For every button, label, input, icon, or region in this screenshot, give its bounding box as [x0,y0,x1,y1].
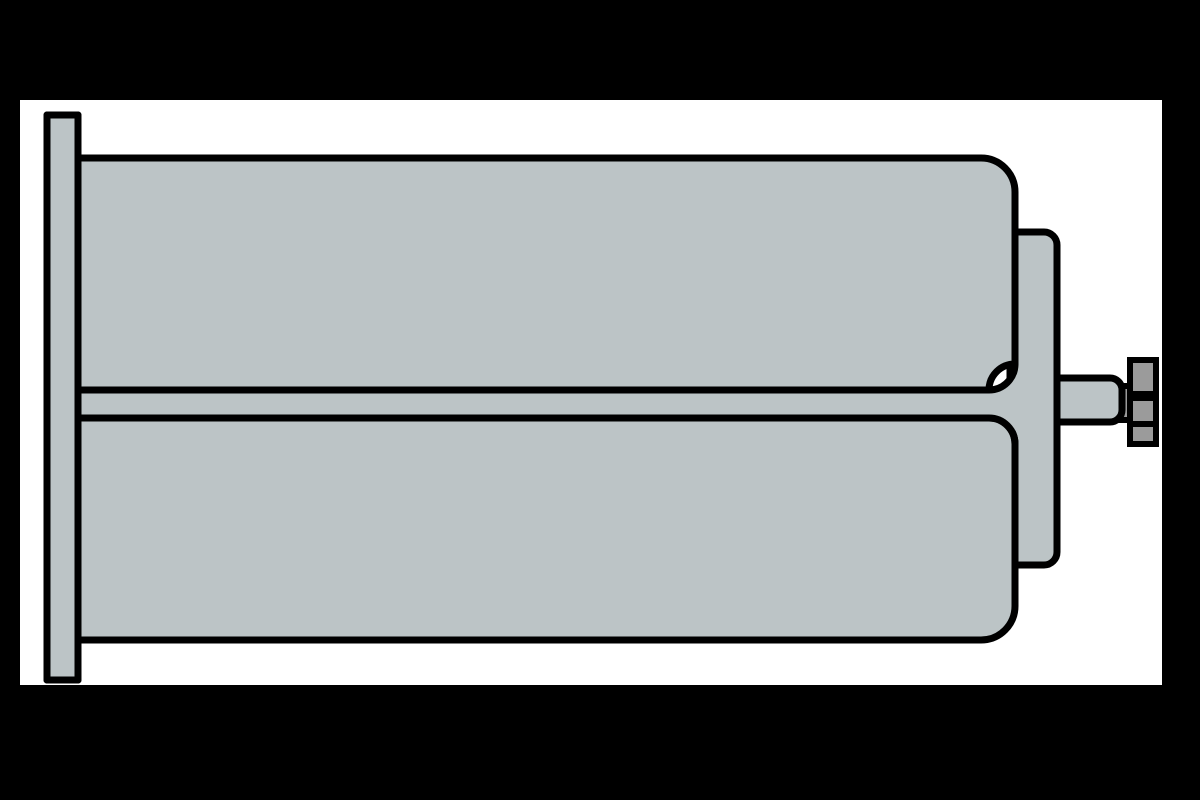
fitting-block-upper [1127,357,1159,397]
end-boss-column [1006,228,1061,569]
upper-chamber-body [73,154,1019,394]
fitting-block-lower [1127,421,1159,447]
fitting-block-middle [1127,395,1159,427]
mounting-flange-plate-overlay [43,111,82,684]
slot-upper-fillet [988,363,1019,394]
outlet-stub [1040,374,1126,426]
central-slot-web [77,364,1015,444]
threaded-fitting-group [1111,357,1159,447]
assembly-group [43,111,1159,684]
slot-lower-fillet [988,414,1019,445]
lower-chamber-body [73,414,1019,644]
